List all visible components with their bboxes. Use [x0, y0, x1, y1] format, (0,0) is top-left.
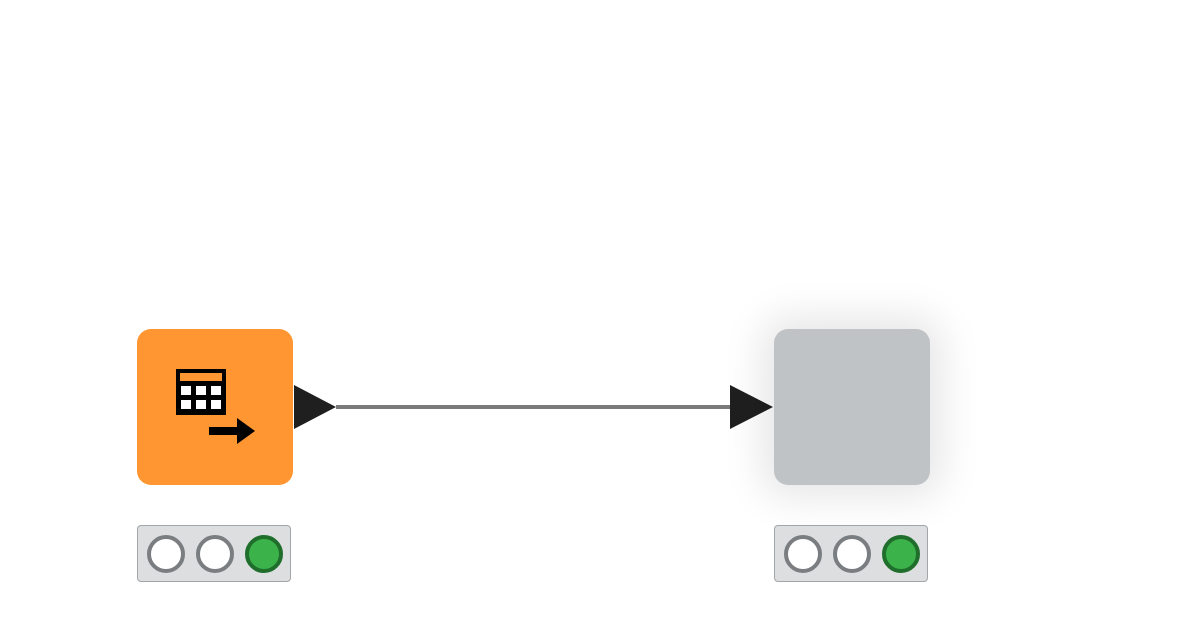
target-node[interactable] — [774, 329, 930, 485]
status-light-red — [147, 535, 185, 573]
status-light-yellow — [833, 535, 871, 573]
target-node-status — [774, 525, 928, 582]
source-node[interactable] — [137, 329, 293, 485]
status-light-green — [882, 535, 920, 573]
status-light-yellow — [196, 535, 234, 573]
source-node-status — [137, 525, 291, 582]
output-port-arrow[interactable] — [294, 385, 336, 429]
status-light-green — [245, 535, 283, 573]
table-export-icon — [176, 369, 255, 444]
input-port-arrow[interactable] — [730, 385, 773, 429]
status-light-red — [784, 535, 822, 573]
